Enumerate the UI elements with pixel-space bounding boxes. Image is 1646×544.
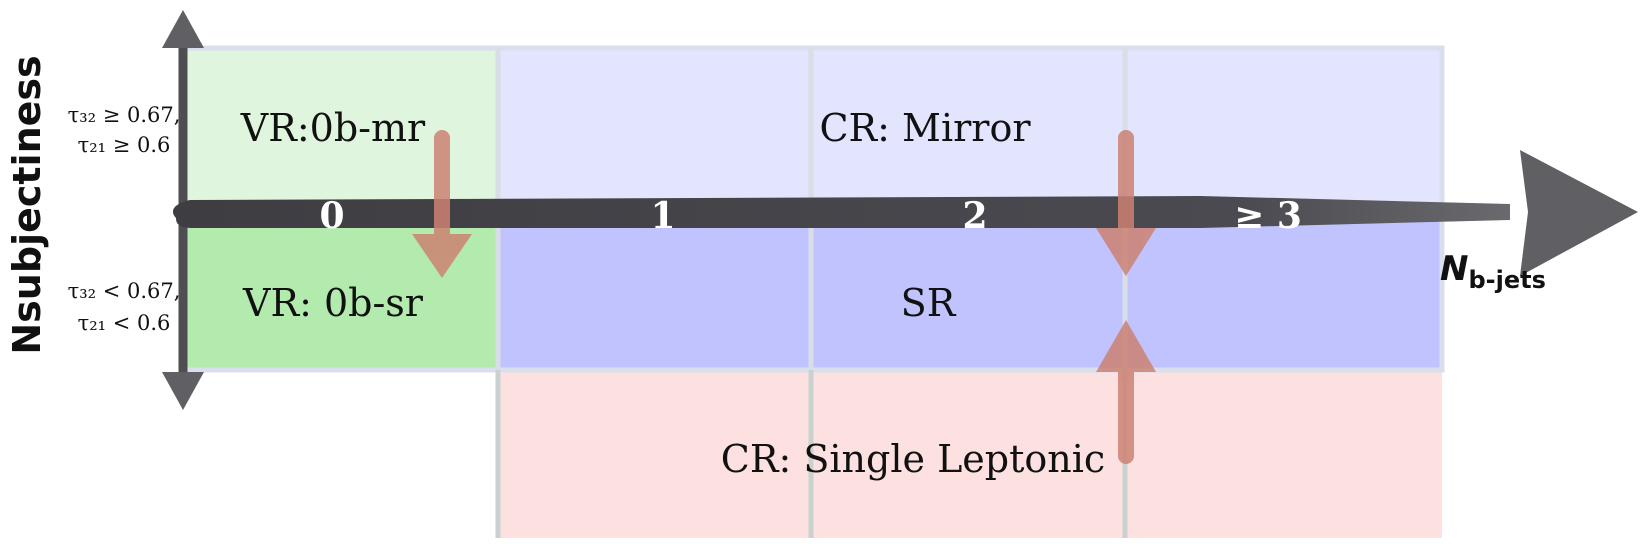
upper-cut-line1: τ₃₂ ≥ 0.67, [68, 103, 181, 127]
signal-region [498, 210, 1442, 370]
x-tick-label: ≥ 3 [1234, 195, 1302, 237]
cr-leptonic-label: CR: Single Leptonic [721, 437, 1105, 481]
x-tick-label: 2 [962, 195, 987, 237]
x-tick-label: 0 [319, 195, 344, 237]
x-axis-arrowhead [1520, 150, 1638, 276]
vr-signal-label: VR: 0b-sr [242, 281, 424, 325]
lower-cut-line2: τ₂₁ < 0.6 [78, 311, 171, 335]
y-axis-title: Nsubjectiness [5, 55, 49, 354]
cr-leptonic-region [498, 370, 1442, 538]
x-axis-title-main: N [1440, 249, 1468, 289]
x-tick-label: 1 [650, 195, 675, 237]
lower-cut-line1: τ₃₂ < 0.67, [68, 279, 181, 303]
cr-mirror-region [498, 48, 1442, 210]
x-axis-bar [172, 196, 1511, 228]
cr-mirror-label: CR: Mirror [819, 106, 1031, 150]
y-axis-arrowhead-down [162, 372, 204, 410]
upper-cut-line2: τ₂₁ ≥ 0.6 [78, 133, 171, 157]
x-axis-title-sub: b-jets [1468, 266, 1545, 294]
y-axis-arrowhead-up [162, 10, 204, 48]
vr-mirror-label: VR:0b-mr [240, 106, 426, 150]
arrow-up-leptonic [1096, 320, 1156, 464]
arrow-down-vr [412, 130, 472, 278]
x-axis-title: Nb-jets [1440, 249, 1546, 294]
arrow-down-mirror [1096, 130, 1156, 276]
sr-label: SR [901, 281, 957, 325]
